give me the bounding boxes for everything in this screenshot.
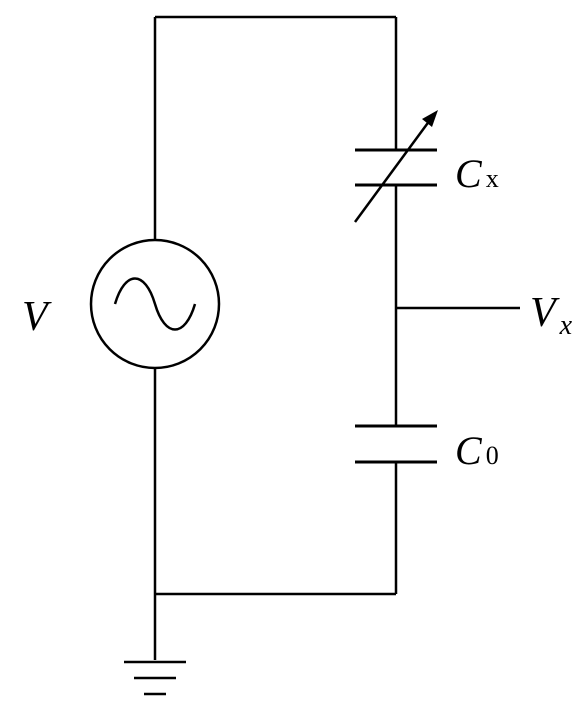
cx-variable-arrowhead-icon bbox=[422, 110, 438, 127]
cx-variable-arrow-shaft bbox=[353, 119, 432, 223]
variable-capacitor-cx bbox=[353, 110, 438, 223]
label-vx-sub: x bbox=[559, 310, 573, 341]
label-cx-sub: x bbox=[486, 164, 499, 193]
label-vx: V x bbox=[530, 290, 573, 341]
label-cx-main: C bbox=[455, 151, 483, 196]
label-c0-sub: 0 bbox=[486, 441, 499, 470]
capacitor-c0 bbox=[355, 424, 437, 464]
sine-wave-icon bbox=[113, 277, 197, 331]
ac-source bbox=[89, 238, 221, 370]
label-source-v: V bbox=[22, 294, 52, 340]
wires bbox=[153, 15, 520, 660]
label-vx-main: V bbox=[530, 290, 560, 336]
source-circle bbox=[89, 238, 221, 370]
label-c0: C 0 bbox=[455, 428, 499, 473]
label-c0-main: C bbox=[455, 428, 483, 473]
label-cx: C x bbox=[455, 151, 499, 196]
ground-icon bbox=[124, 660, 186, 696]
